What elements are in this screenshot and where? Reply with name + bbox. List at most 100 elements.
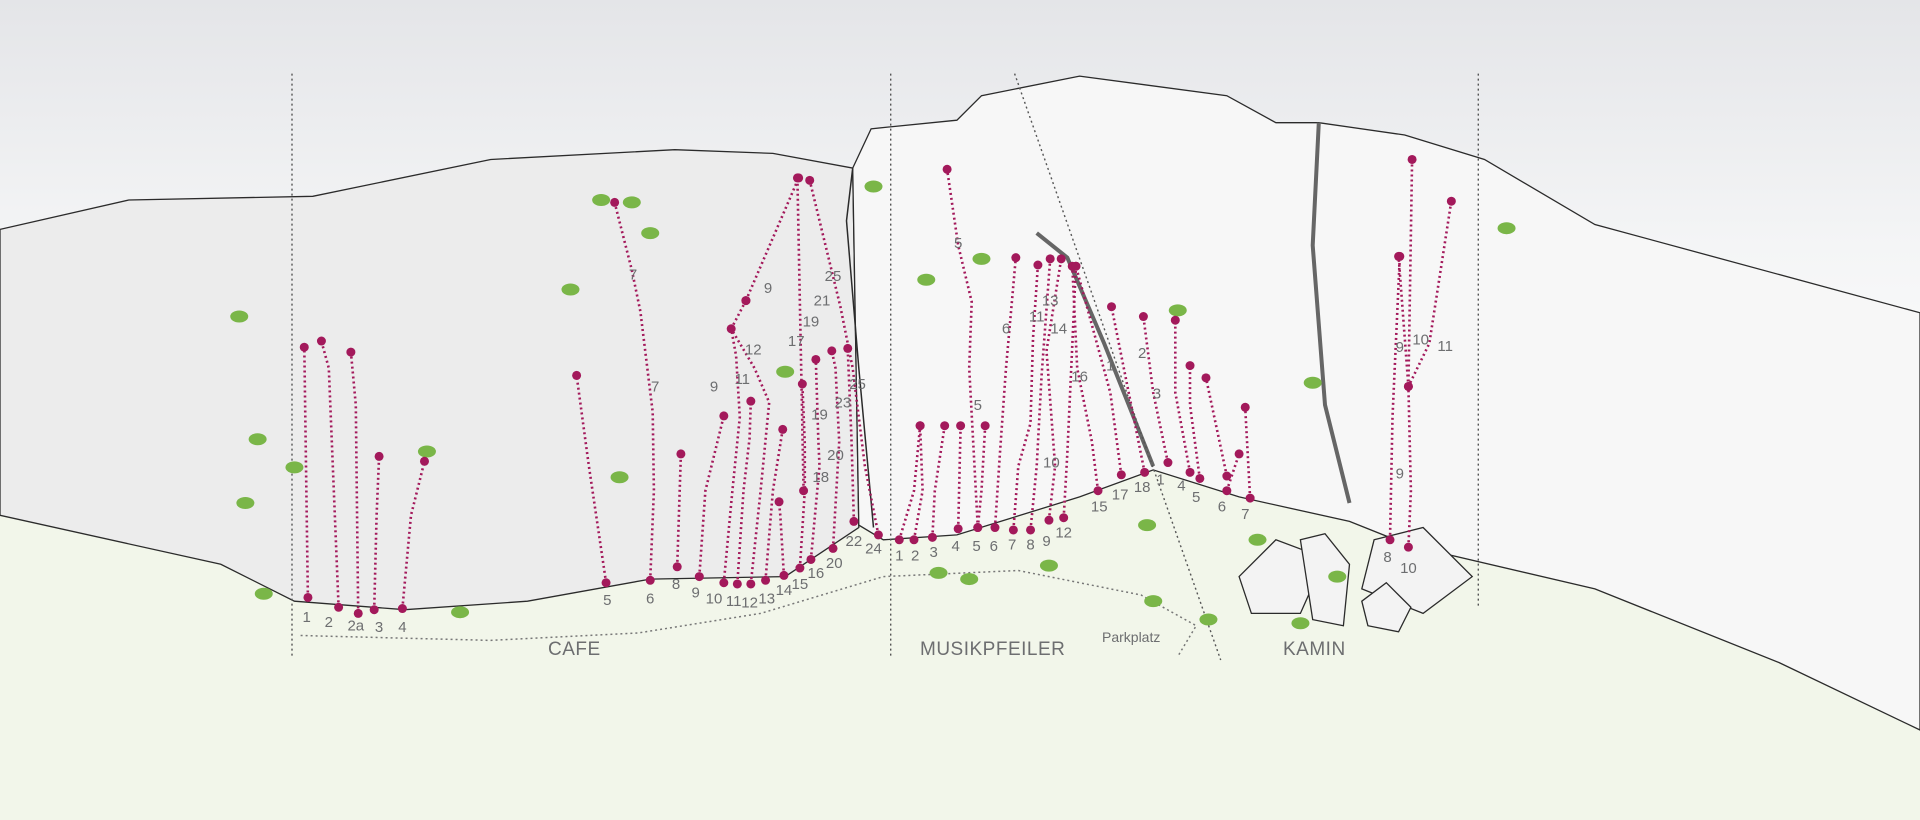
route	[761, 424, 788, 585]
route-bolt-dot	[1045, 254, 1055, 264]
route-bolt-dot	[980, 421, 990, 431]
route	[1071, 261, 1126, 480]
route-line	[1142, 316, 1170, 463]
route-bolt-dot	[746, 579, 756, 589]
route-number-label: 5	[1192, 489, 1200, 506]
route-bolt-dot	[676, 449, 686, 459]
route-line	[1071, 266, 1100, 491]
bush	[776, 365, 795, 378]
route-bolt-dot	[1071, 261, 1081, 271]
route-bolt-dot	[741, 296, 751, 306]
route	[1044, 254, 1066, 525]
route-number-label: 16	[1071, 369, 1088, 386]
route-line	[808, 179, 880, 536]
route-number-label: 9	[1396, 339, 1404, 356]
route-line	[1388, 256, 1402, 540]
bush	[417, 445, 436, 458]
route-bolt-dot	[1011, 253, 1021, 263]
route-number-label: 7	[651, 378, 659, 395]
route-bolt-dot	[774, 497, 784, 507]
route-number-label: 6	[646, 591, 654, 608]
route-bolt-dot	[353, 608, 363, 618]
route-bolt-dot	[795, 563, 805, 573]
route	[942, 164, 983, 533]
route	[672, 449, 686, 572]
route-number-label: 19	[811, 407, 828, 424]
route-bolt-dot	[909, 535, 919, 545]
route-number-label: 2	[1138, 345, 1146, 362]
route-number-label: 7	[1241, 506, 1249, 523]
route-bolt-dot	[299, 342, 309, 352]
route-number-label: 12	[745, 342, 762, 359]
route	[805, 175, 883, 540]
bush	[1199, 613, 1218, 626]
route-line	[675, 453, 683, 567]
route-bolt-dot	[346, 347, 356, 357]
sector-label-kamin: KAMIN	[1283, 639, 1346, 660]
route-bolt-dot	[1245, 493, 1255, 503]
route-bolt-dot	[843, 343, 853, 353]
bush	[236, 497, 255, 510]
sector-label-cafe: CAFE	[548, 639, 601, 660]
route-bolt-dot	[1407, 154, 1417, 164]
route	[397, 456, 429, 614]
route-line	[698, 415, 726, 577]
route-bolt-dot	[316, 336, 326, 346]
route-number-label: 2	[911, 548, 919, 565]
bush	[1138, 519, 1157, 532]
route-bolt-dot	[805, 175, 815, 185]
route-line	[898, 425, 922, 541]
route-line	[798, 383, 807, 569]
route-bolt-dot	[956, 421, 966, 431]
bush	[1328, 570, 1347, 583]
route-bolt-dot	[746, 396, 756, 406]
route	[1008, 260, 1043, 535]
route-bolt-dot	[1240, 402, 1250, 412]
route-line	[372, 456, 381, 610]
route	[909, 421, 925, 545]
bush	[610, 471, 629, 484]
route-bolt-dot	[397, 604, 407, 614]
route-bolt-dot	[973, 523, 983, 533]
route-line	[764, 429, 784, 581]
route-bolt-dot	[645, 575, 655, 585]
boulder	[1361, 581, 1412, 633]
route-bolt-dot	[894, 535, 904, 545]
route-line	[1204, 377, 1229, 477]
route-bolt-dot	[1385, 535, 1395, 545]
bush	[230, 310, 249, 323]
route-line	[1397, 256, 1410, 387]
route-line	[303, 347, 310, 598]
route	[346, 347, 363, 618]
route-number-label: 14	[1050, 321, 1067, 338]
route-line	[777, 501, 786, 576]
route-number-label: 23	[834, 394, 851, 411]
route-number-label: 11	[1029, 308, 1045, 325]
route-bolt-dot	[1138, 312, 1148, 322]
route-number-label: 15	[1091, 499, 1108, 516]
route-bolt-dot	[794, 173, 804, 183]
route-number-label: 12	[1055, 524, 1072, 541]
route-number-label: 11	[734, 371, 750, 388]
route-line	[945, 169, 980, 528]
route-number-label: 13	[1042, 292, 1059, 309]
route-line	[1188, 365, 1202, 479]
rock-musikpfeiler-kamin	[852, 75, 1920, 731]
route-number-label: 16	[808, 565, 825, 582]
route-bolt-dot	[369, 605, 379, 615]
route-number-label: 4	[398, 619, 406, 636]
route-number-label: 5	[972, 538, 980, 555]
bush	[1039, 559, 1058, 572]
route-bolt-dot	[303, 592, 313, 602]
bush	[929, 566, 948, 579]
route-number-label: 10	[1043, 454, 1060, 471]
route-line	[1110, 306, 1146, 473]
route-number-label: 25	[825, 268, 842, 285]
route-number-label: 18	[1134, 479, 1151, 496]
route-bolt-dot	[778, 424, 788, 434]
route-number-label: 24	[865, 540, 882, 557]
route	[1138, 312, 1173, 468]
bush	[622, 196, 641, 209]
